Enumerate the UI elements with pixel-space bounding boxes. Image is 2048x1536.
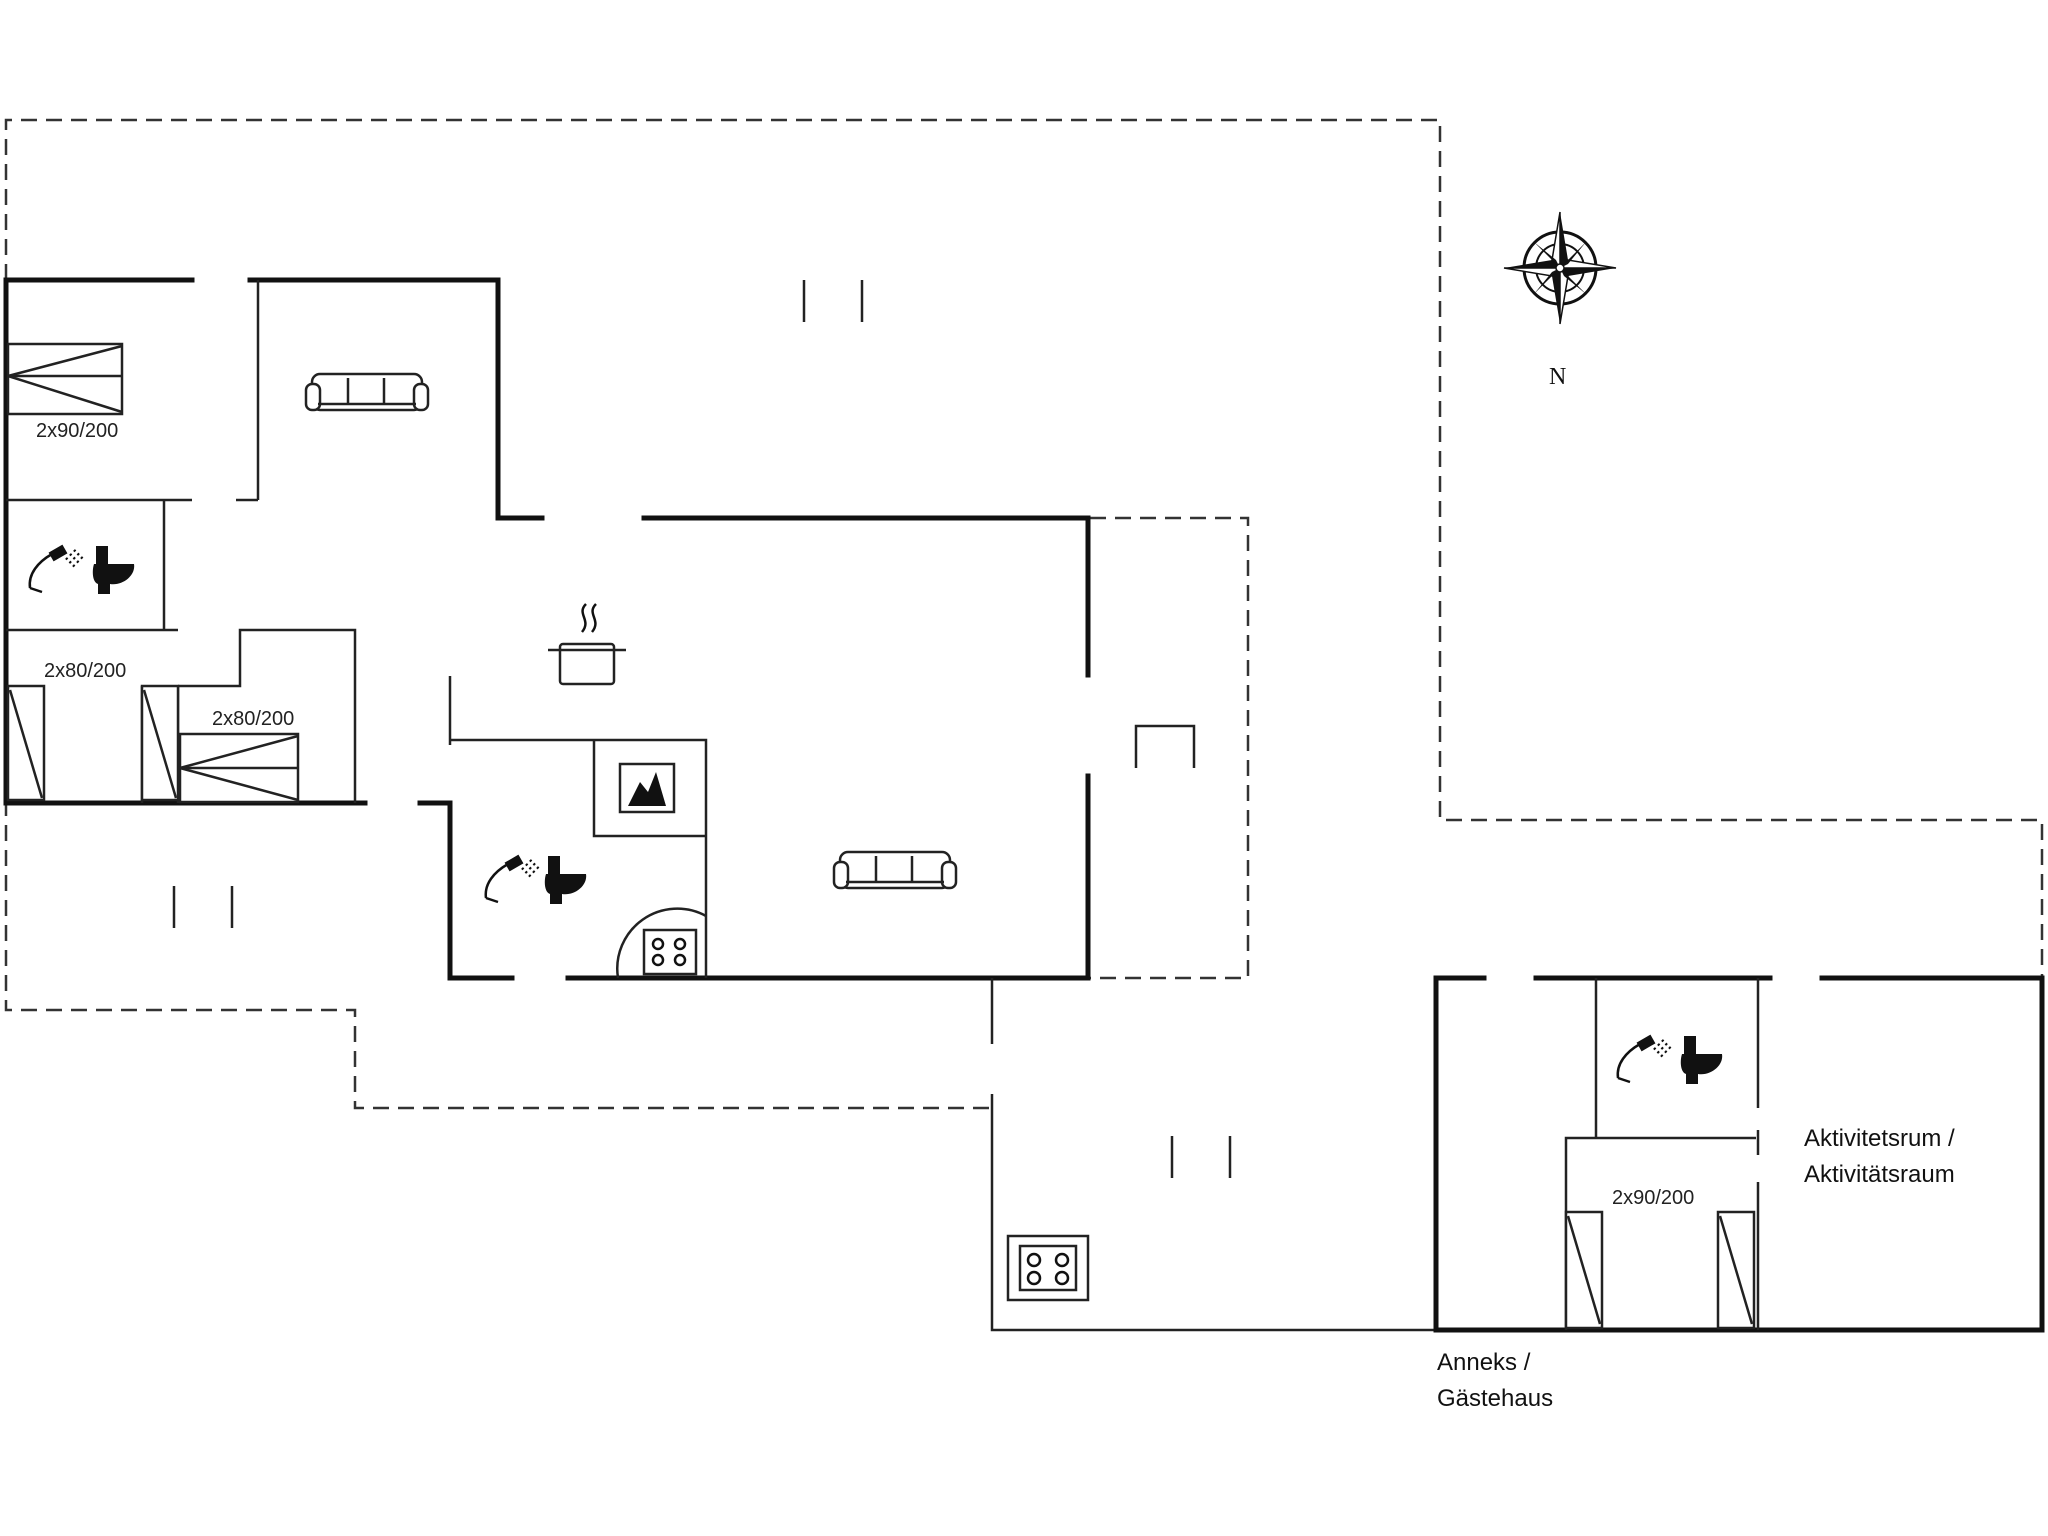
room-label: Aktivitätsraum [1804, 1161, 1955, 1188]
compass-rose-icon [1503, 211, 1617, 325]
bed-singles-left [6, 684, 180, 802]
bed-double-small-room [178, 732, 300, 804]
compass-north-label: N [1549, 364, 1566, 390]
interior-walls [6, 280, 708, 979]
sofa-icon [304, 372, 430, 412]
annex-label: Anneks / [1437, 1349, 1531, 1376]
bed-label: 2x90/200 [1612, 1187, 1694, 1209]
door-markers [172, 280, 1232, 1178]
bed-label: 2x80/200 [44, 660, 126, 682]
washing-machine-icon [618, 762, 676, 814]
bed-label: 2x90/200 [36, 420, 118, 442]
hob-icon [642, 928, 698, 976]
shower-toilet-icon [28, 544, 135, 594]
bed-label: 2x80/200 [212, 708, 294, 730]
annex-walls [990, 975, 2045, 1333]
shower-toilet-icon [484, 854, 587, 904]
annex-label: Gästehaus [1437, 1385, 1553, 1412]
bed-singles-annex [1564, 1210, 1756, 1330]
shower-toilet-icon [1616, 1034, 1723, 1084]
cooking-pot-icon [548, 603, 626, 686]
hob-icon [1006, 1234, 1090, 1302]
room-label: Aktivitetsrum / [1804, 1125, 1955, 1152]
terrace-outlines [4, 118, 2044, 1110]
sofa-icon [832, 850, 958, 890]
bed-double-topleft [6, 342, 124, 416]
